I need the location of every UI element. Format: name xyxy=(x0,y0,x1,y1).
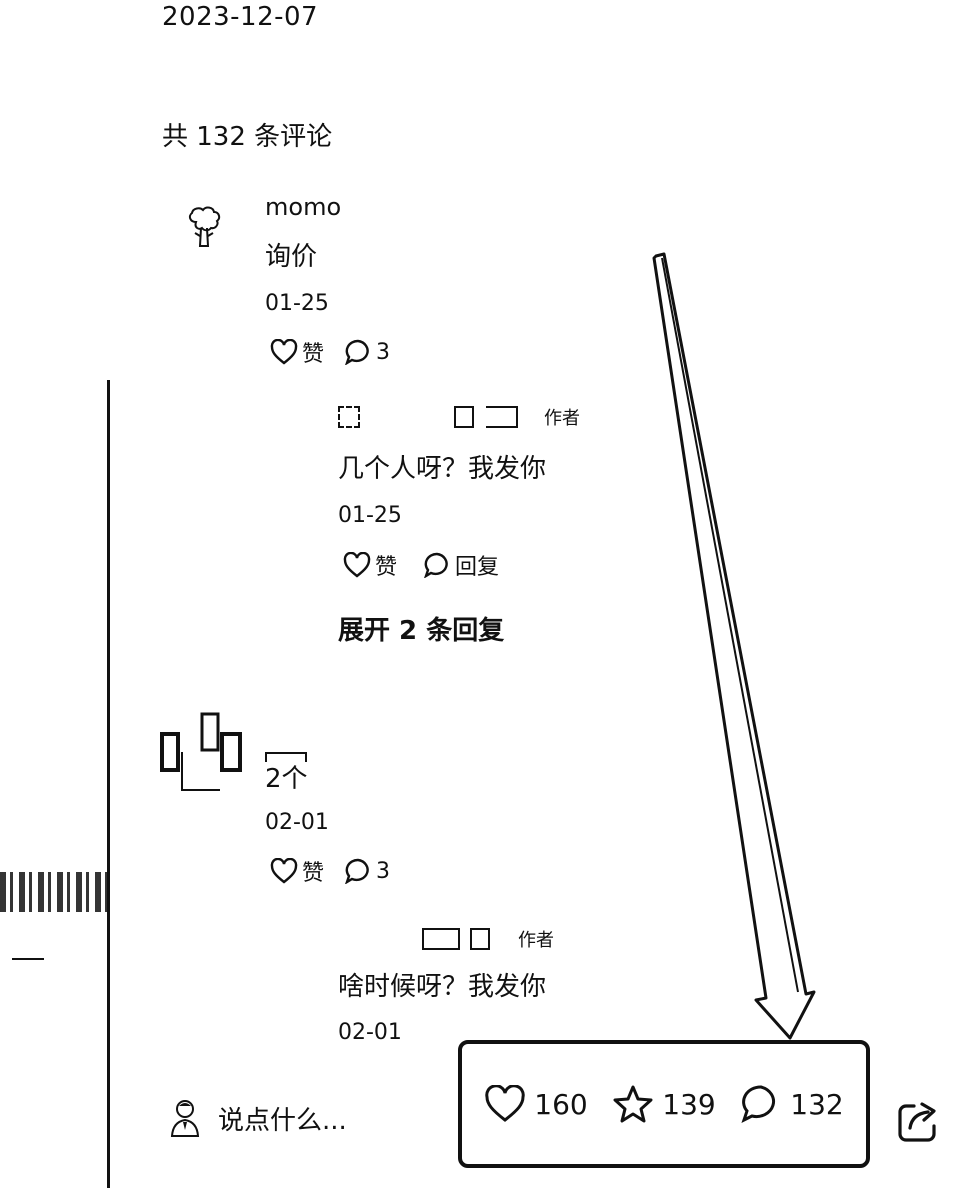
reply-count: 3 xyxy=(376,339,391,365)
reply-count-button[interactable]: 3 xyxy=(344,858,390,884)
like-stat-button[interactable]: 160 xyxy=(484,1085,588,1123)
user-avatar-icon xyxy=(170,1100,200,1137)
reply-count-button[interactable]: 3 xyxy=(344,339,390,365)
reply-header: 作者 xyxy=(338,404,580,430)
left-divider xyxy=(107,380,110,1188)
heart-icon xyxy=(270,339,298,365)
comment-text: 2个 xyxy=(265,764,308,794)
broccoli-avatar-icon xyxy=(188,206,221,247)
heart-icon xyxy=(270,858,298,884)
commenter-avatar[interactable] xyxy=(180,204,228,252)
share-button[interactable] xyxy=(896,1100,940,1148)
author-tag: 作者 xyxy=(518,930,554,951)
favorite-count: 139 xyxy=(662,1087,716,1121)
star-icon xyxy=(613,1085,653,1123)
comment-username[interactable]: momo xyxy=(265,193,342,221)
reply-label: 回复 xyxy=(455,555,500,580)
left-scribble xyxy=(0,872,108,912)
comment-stat-count: 132 xyxy=(790,1087,844,1121)
comment-input-placeholder[interactable]: 说点什么... xyxy=(218,1105,347,1136)
reply-date: 02-01 xyxy=(338,1020,402,1045)
username-placeholder xyxy=(265,752,307,762)
like-label: 赞 xyxy=(302,861,325,886)
like-button[interactable]: 赞 xyxy=(270,855,324,887)
commenter-avatar[interactable] xyxy=(160,712,244,792)
room-avatar-icon xyxy=(160,712,242,791)
comment-actions: 赞 3 xyxy=(270,855,390,887)
reply-button[interactable]: 回复 xyxy=(423,549,499,581)
heart-icon xyxy=(343,552,371,578)
comment-input-area[interactable]: 说点什么... xyxy=(170,1098,347,1138)
left-dash xyxy=(12,958,44,960)
favorite-stat-button[interactable]: 139 xyxy=(612,1084,716,1124)
reply-like-button[interactable]: 赞 xyxy=(343,549,397,581)
reply-avatar-placeholder xyxy=(338,406,360,428)
reply-header: 作者 xyxy=(422,926,554,952)
comment-date: 01-25 xyxy=(265,291,329,316)
comment-date: 02-01 xyxy=(265,810,329,835)
reply-name-block xyxy=(470,928,490,950)
like-count: 160 xyxy=(534,1087,588,1121)
author-tag: 作者 xyxy=(544,408,580,429)
like-label: 赞 xyxy=(302,342,325,367)
like-label: 赞 xyxy=(375,555,398,580)
reply-actions: 赞 回复 xyxy=(343,549,499,581)
comment-bubble-icon xyxy=(345,858,369,884)
like-button[interactable]: 赞 xyxy=(270,336,324,368)
comment-count: 共 132 条评论 xyxy=(162,122,333,152)
comment-bubble-icon xyxy=(345,339,369,365)
reply-name-block xyxy=(486,406,518,428)
reply-count: 3 xyxy=(376,858,391,884)
comment-bubble-icon xyxy=(424,552,448,578)
expand-replies-button[interactable]: 展开 2 条回复 xyxy=(338,616,505,646)
comment-bubble-icon xyxy=(741,1085,776,1123)
reply-name-block xyxy=(454,406,474,428)
comment-actions: 赞 3 xyxy=(270,336,390,368)
share-icon xyxy=(898,1102,936,1142)
heart-icon xyxy=(485,1085,525,1122)
reply-text: 啥时候呀？我发你 xyxy=(338,972,547,1002)
engagement-stats: 160 139 132 xyxy=(458,1040,870,1168)
comment-text: 询价 xyxy=(265,242,318,272)
reply-text: 几个人呀？我发你 xyxy=(338,454,547,484)
post-date: 2023-12-07 xyxy=(162,2,319,32)
comment-stat-button[interactable]: 132 xyxy=(740,1084,844,1124)
reply-name-block xyxy=(422,928,460,950)
reply-date: 01-25 xyxy=(338,503,402,528)
